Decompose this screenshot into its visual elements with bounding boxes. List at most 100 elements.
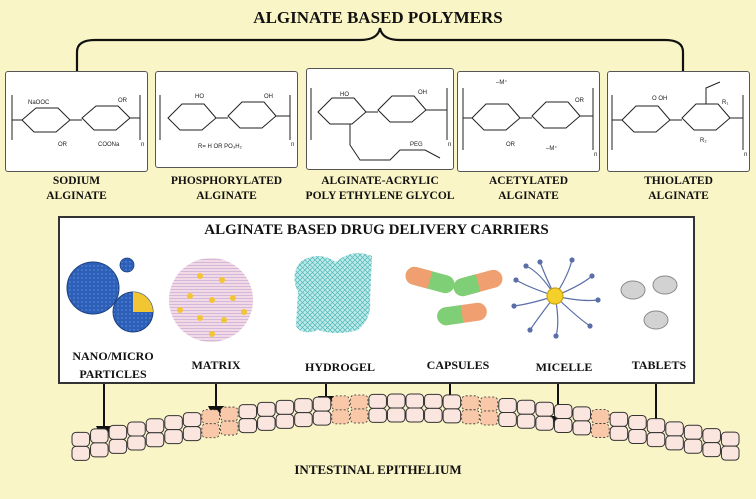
epithelial-cell xyxy=(349,394,369,410)
epithelium-label: INTESTINAL EPITHELIUM xyxy=(294,462,462,477)
chem-text-coona: COONa xyxy=(98,142,120,148)
epithelial-cell xyxy=(572,406,592,422)
epithelial-cell xyxy=(331,395,350,411)
epithelial-cells xyxy=(71,393,740,461)
epithelial-cell xyxy=(424,407,443,423)
epithelial-cell xyxy=(591,423,610,438)
carrier-label-micelle: MICELLE xyxy=(535,360,593,374)
epithelial-cell xyxy=(145,418,165,434)
chem-text-or-4: OR xyxy=(506,142,516,148)
chem-text-oh-1: OH xyxy=(264,94,273,100)
epithelial-cell xyxy=(386,393,406,409)
micelle-icon xyxy=(511,257,601,339)
epithelial-cell xyxy=(702,442,721,458)
acetylated-alginate-structure-box xyxy=(457,71,600,172)
epithelial-cell xyxy=(182,426,202,442)
chem-text-peg: PEG xyxy=(410,142,423,148)
chem-text-or-1: OR xyxy=(118,98,128,104)
epithelial-cell xyxy=(628,414,647,430)
chem-text-oh-2: OH xyxy=(418,90,427,96)
chem-text-ho-2: HO xyxy=(340,92,349,98)
epithelial-cell xyxy=(90,428,109,444)
epithelial-cell xyxy=(442,408,462,424)
epithelial-cell xyxy=(498,397,517,413)
epithelial-cell xyxy=(164,415,183,431)
chem-text-phos: R= H OR PO₃H₂ xyxy=(198,144,243,150)
epithelial-cell xyxy=(424,393,443,409)
epithelial-cell xyxy=(164,429,183,445)
carrier-label-matrix: MATRIX xyxy=(191,358,241,372)
epithelial-cell xyxy=(108,424,128,440)
epithelial-cell xyxy=(609,411,629,427)
epithelial-cell xyxy=(516,413,536,429)
epithelial-cell xyxy=(405,407,425,423)
epithelial-cell xyxy=(683,424,703,440)
carriers-title: ALGINATE BASED DRUG DELIVERY CARRIERS xyxy=(204,222,549,238)
epithelial-cell xyxy=(90,442,109,458)
epithelial-cell xyxy=(683,438,703,454)
chem-text-n-4: n xyxy=(594,152,597,158)
epithelial-cell xyxy=(220,420,239,436)
epithelial-cell xyxy=(127,435,146,451)
carrier-label-tablets: TABLETS xyxy=(631,358,687,372)
alginate-acrylic-peg-structure-box xyxy=(306,68,454,170)
hydrogel-icon xyxy=(294,253,372,333)
epithelial-cell xyxy=(553,403,573,419)
epithelial-cell xyxy=(646,418,666,434)
chem-text-r1: R₁ xyxy=(722,100,728,106)
chem-text-or-2: OR xyxy=(58,142,68,148)
chem-text-n-2: n xyxy=(291,142,294,148)
epithelial-cell xyxy=(665,421,684,437)
epithelial-cell xyxy=(71,445,91,461)
epithelial-cell xyxy=(275,399,295,415)
epithelial-cell xyxy=(312,396,332,412)
epithelial-cell xyxy=(145,432,165,448)
epithelial-cell xyxy=(498,411,517,427)
chem-text-ho-1: HO xyxy=(195,94,204,100)
chem-text-oh2: O OH xyxy=(652,96,667,102)
epithelial-cell xyxy=(535,401,554,417)
epithelial-cell xyxy=(71,431,91,447)
epithelial-cell xyxy=(720,445,740,461)
epithelial-cell xyxy=(720,431,740,447)
tablets-icon xyxy=(620,275,678,330)
epithelial-cell xyxy=(461,395,480,411)
epithelial-cell xyxy=(201,423,220,439)
epithelial-cell xyxy=(442,394,462,410)
epithelial-cell xyxy=(275,413,295,429)
epithelial-cell xyxy=(220,406,239,422)
matrix-icon xyxy=(169,258,253,342)
chem-text-or-3: OR xyxy=(575,98,585,104)
epithelial-cell xyxy=(201,409,220,425)
nano-micro-particles-icon xyxy=(66,257,154,333)
epithelial-cell xyxy=(294,412,313,428)
epithelial-cell xyxy=(182,412,202,428)
phosphorylated-alginate-structure-box xyxy=(155,71,298,168)
carrier-label-capsules: CAPSULES xyxy=(426,358,490,372)
epithelial-cell xyxy=(331,409,350,425)
epithelial-cell xyxy=(368,393,387,409)
carrier-label-hydrogel: HYDROGEL xyxy=(304,360,375,374)
epithelial-cell xyxy=(572,420,592,436)
epithelial-cell xyxy=(257,415,276,431)
epithelial-cell xyxy=(516,399,536,415)
epithelial-cell xyxy=(108,438,128,454)
epithelial-cell xyxy=(238,418,258,434)
epithelial-cell xyxy=(386,407,406,423)
epithelial-cell xyxy=(665,435,684,451)
chem-text-r2: R₂ xyxy=(700,138,707,144)
epithelial-cell xyxy=(368,407,387,423)
chem-text-m-1: –M⁺ xyxy=(496,79,508,86)
chem-text-n-1: n xyxy=(141,142,144,148)
chem-text-naooc: NaOOC xyxy=(28,100,50,106)
sodium-alginate-structure-box xyxy=(5,71,148,172)
capsules-icon xyxy=(405,266,503,326)
